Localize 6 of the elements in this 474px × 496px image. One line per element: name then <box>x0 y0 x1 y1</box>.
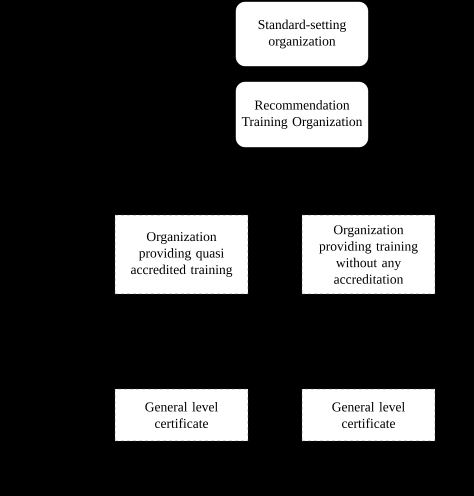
organization-box: Organization providing quasi accredited training <box>114 214 248 294</box>
certificate-box: General level certificate <box>302 388 436 442</box>
certificate-box: General level certificate <box>114 388 248 442</box>
organization-box: Organization providing training without any accreditation <box>302 214 436 294</box>
organization-box: Standard-setting organization <box>236 2 368 66</box>
organization-box: Recommendation Training Organization <box>236 82 368 148</box>
